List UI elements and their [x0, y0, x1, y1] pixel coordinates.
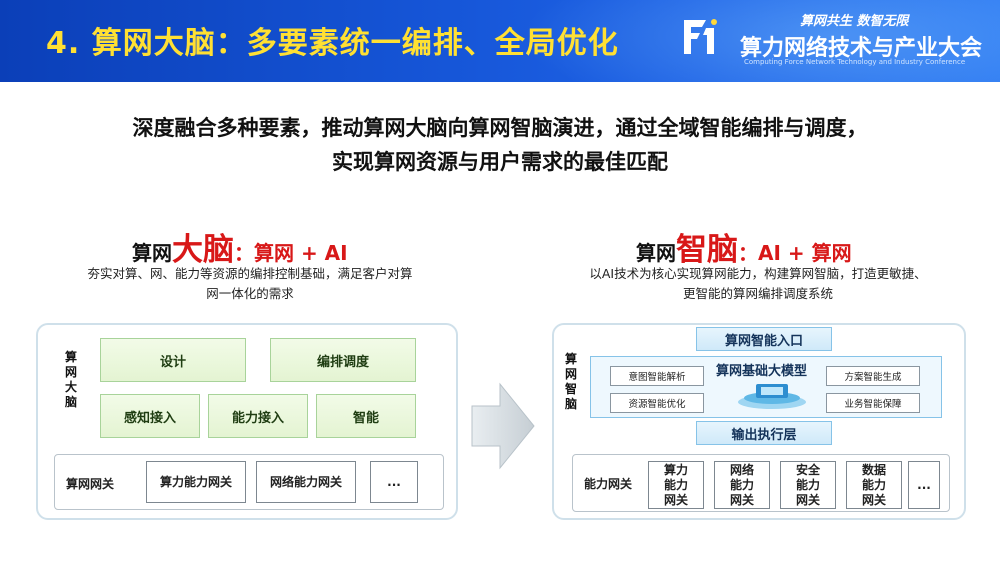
solution-generation-box: 方案智能生成: [826, 366, 920, 386]
right-arrow-icon: [471, 382, 535, 470]
left-side-char: 大: [64, 380, 77, 394]
gateway-line: 安全: [795, 462, 820, 477]
right-column-title: 算网智脑：AI + 算网: [636, 224, 852, 269]
foundation-model-title: 算网基础大模型: [716, 364, 808, 379]
left-side-label: 算 网 大 脑: [64, 350, 78, 410]
more-gateways: ...: [908, 461, 940, 509]
orchestration-scheduling-box: 编排调度: [270, 338, 416, 382]
left-side-char: 算: [64, 350, 77, 364]
conference-logo-icon: [684, 19, 717, 54]
left-desc-line-2: 网一体化的需求: [206, 286, 294, 301]
more-gateways: ...: [370, 461, 418, 503]
gateway-line: 网关: [729, 492, 754, 507]
right-gateway-label: 能力网关: [584, 477, 633, 491]
gateway-line: 算力: [663, 462, 688, 477]
gateway-line: 能力: [861, 477, 886, 492]
left-side-char: 脑: [64, 395, 77, 409]
compute-capability-gateway: 算力能力网关: [146, 461, 246, 503]
security-capability-gateway: 安全 能力 网关: [780, 461, 836, 509]
gateway-line: 数据: [861, 462, 886, 477]
gateway-line: 能力: [663, 477, 688, 492]
header-banner: 4. 算网大脑：多要素统一编排、全局优化 算网共生 数智无限 算力网络技术与产业…: [0, 0, 1000, 82]
conference-name: 算力网络技术与产业大会: [740, 36, 983, 61]
right-title-suffix: ：AI + 算网: [738, 241, 852, 265]
network-capability-gateway: 网络能力网关: [256, 461, 356, 503]
data-capability-gateway: 数据 能力 网关: [846, 461, 902, 509]
right-side-char: 智: [564, 382, 577, 396]
gateway-line: 能力: [795, 477, 820, 492]
conference-name-en: Computing Force Network Technology and I…: [744, 58, 966, 66]
right-desc-line-2: 更智能的算网编排调度系统: [682, 286, 833, 301]
right-side-char: 网: [564, 367, 577, 381]
intelligence-box: 智能: [316, 394, 416, 438]
ai-chip-icon: [738, 384, 806, 409]
sensing-access-box: 感知接入: [100, 394, 200, 438]
gateway-line: 网关: [795, 492, 820, 507]
left-title-suffix: ：算网 + AI: [234, 241, 348, 265]
intent-parsing-box: 意图智能解析: [610, 366, 704, 386]
gateway-line: 网关: [663, 492, 688, 507]
header-wave-decoration: [520, 0, 1000, 82]
design-box: 设计: [100, 338, 246, 382]
gateway-line: 网络: [729, 462, 754, 477]
right-side-char: 脑: [564, 397, 577, 411]
right-desc-line-1: 以AI技术为核心实现算网能力，构建算网智脑，打造更敏捷、: [589, 266, 927, 281]
network-capability-gateway: 网络 能力 网关: [714, 461, 770, 509]
right-description: 以AI技术为核心实现算网能力，构建算网智脑，打造更敏捷、 更智能的算网编排调度系…: [548, 264, 968, 304]
conference-slogan: 算网共生 数智无限: [800, 14, 909, 29]
intelligent-entry-box: 算网智能入口: [696, 327, 832, 351]
capability-access-box: 能力接入: [208, 394, 308, 438]
gateway-line: 能力: [729, 477, 754, 492]
output-execution-layer-box: 输出执行层: [696, 421, 832, 445]
resource-optimization-box: 资源智能优化: [610, 393, 704, 413]
subtitle-line-1: 深度融合多种要素，推动算网大脑向算网智脑演进，通过全域智能编排与调度，: [132, 116, 868, 140]
left-title-prefix: 算网: [132, 241, 172, 265]
right-side-label: 算 网 智 脑: [564, 352, 578, 412]
left-column-title: 算网大脑：算网 + AI: [132, 224, 348, 269]
subtitle-line-2: 实现算网资源与用户需求的最佳匹配: [332, 150, 668, 174]
right-title-emphasis: 智脑: [676, 232, 738, 268]
gateway-line: 网关: [861, 492, 886, 507]
left-description: 夯实对算、网、能力等资源的编排控制基础，满足客户对算 网一体化的需求: [40, 264, 460, 304]
right-side-char: 算: [564, 352, 577, 366]
left-desc-line-1: 夯实对算、网、能力等资源的编排控制基础，满足客户对算: [87, 266, 413, 281]
page-title: 4. 算网大脑：多要素统一编排、全局优化: [46, 26, 619, 61]
left-title-emphasis: 大脑: [172, 232, 234, 268]
service-assurance-box: 业务智能保障: [826, 393, 920, 413]
left-gateway-label: 算网网关: [66, 477, 115, 491]
left-side-char: 网: [64, 365, 77, 379]
right-title-prefix: 算网: [636, 241, 676, 265]
compute-capability-gateway: 算力 能力 网关: [648, 461, 704, 509]
